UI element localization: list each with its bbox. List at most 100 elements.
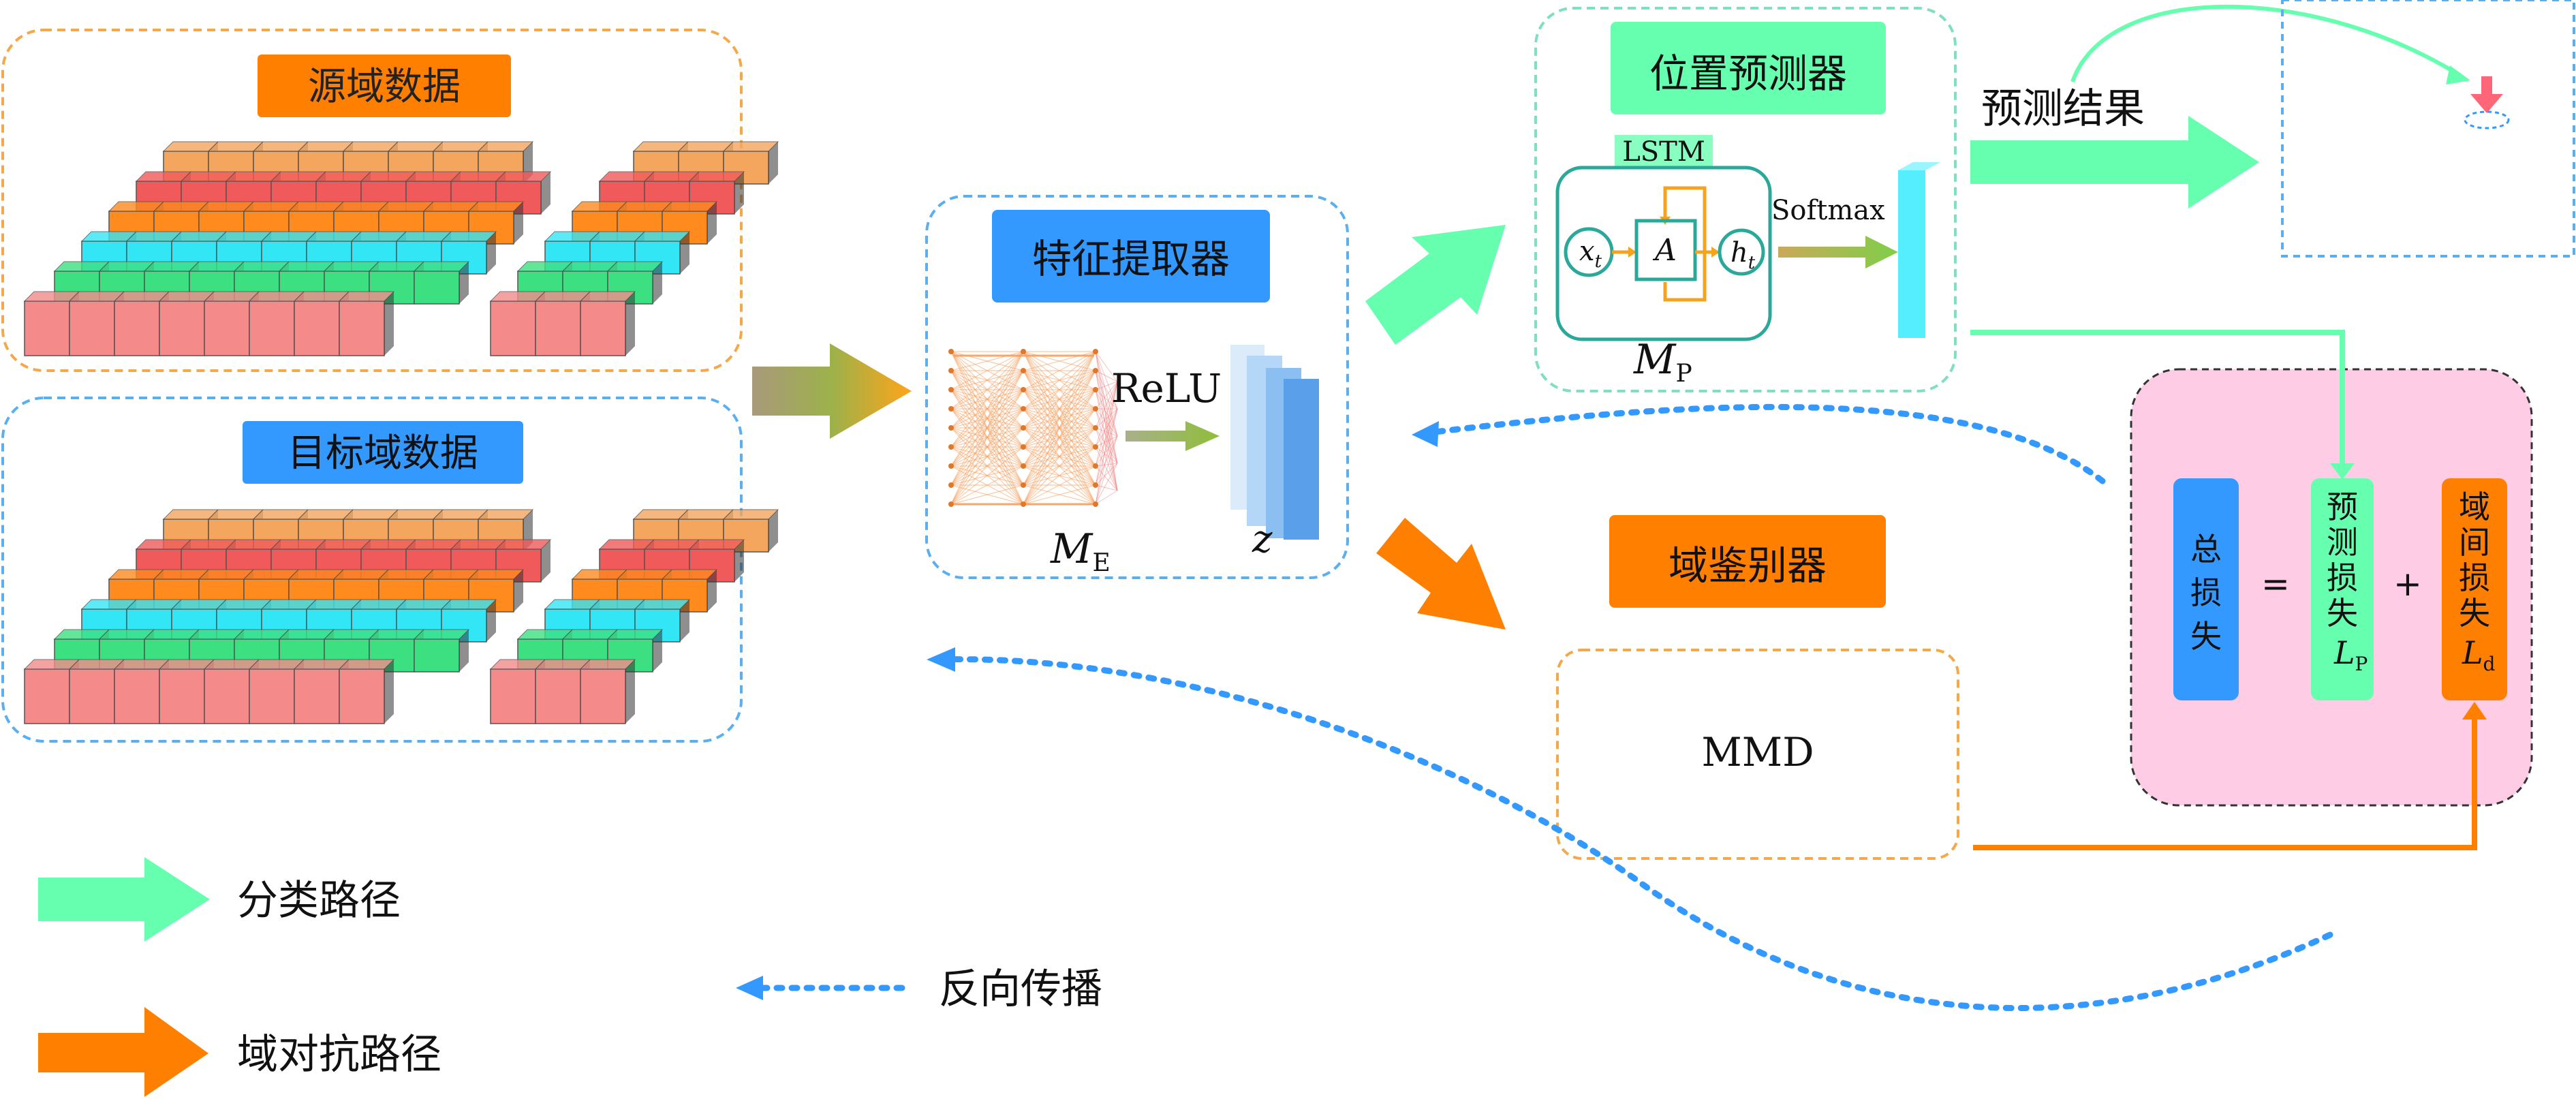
data-block-top — [606, 261, 664, 272]
data-block-top — [338, 291, 395, 302]
nn-edge — [1095, 408, 1118, 467]
nn-edge — [1023, 351, 1096, 390]
data-block-top — [495, 171, 552, 182]
nn-edge — [1095, 408, 1118, 448]
data-block — [204, 300, 250, 356]
data-block — [249, 300, 295, 356]
domain-loss-box — [2442, 478, 2507, 700]
target-domain-title: 目标域数据 — [288, 431, 478, 476]
data-block-side — [769, 142, 778, 184]
arrow-to-predictor — [1365, 225, 1506, 345]
data-block-side — [680, 232, 689, 274]
data-block-side — [707, 202, 717, 244]
legend-classification-label: 分类路径 — [237, 877, 401, 925]
data-block-top — [722, 141, 779, 152]
lstm-recurrence-loop — [1663, 186, 1707, 302]
input-arrow — [752, 343, 912, 439]
softmax-output-bar — [1898, 170, 1925, 338]
nn-edge — [1023, 370, 1096, 505]
data-block — [580, 300, 626, 356]
position-predictor-title-box — [1611, 22, 1886, 114]
data-block-side — [625, 292, 635, 356]
backprop-curve-to-input — [937, 656, 2333, 1011]
nn-edge — [950, 351, 1024, 448]
nn-edge — [1095, 408, 1118, 505]
connector-to-prediction-loss — [1970, 330, 2345, 465]
data-block-top — [338, 659, 395, 670]
nn-node — [1093, 425, 1098, 431]
nn-node — [1021, 482, 1026, 488]
lstm-cell-frame — [1555, 166, 1772, 341]
feature-extractor-panel: 特征提取器 ReLU ME z — [925, 195, 1349, 579]
data-block — [535, 300, 581, 356]
prediction-curve — [2070, 4, 2461, 82]
nn-node — [948, 463, 954, 469]
equals-sign: = — [2261, 564, 2290, 604]
data-block-side — [653, 262, 662, 304]
target-domain-title-box — [243, 421, 523, 484]
lstm-cell-a — [1634, 219, 1697, 281]
prediction-loss-symbol: LP — [2333, 634, 2368, 675]
legend-backprop-label: 反向传播 — [939, 965, 1102, 1013]
nn-edge — [1023, 351, 1096, 409]
nn-node — [1021, 349, 1026, 354]
data-block-top — [661, 569, 718, 580]
relu-arrow — [1126, 421, 1220, 451]
data-block-top — [688, 539, 745, 550]
location-map-area — [2281, 0, 2575, 258]
data-block-side — [486, 600, 496, 642]
nn-edge — [1023, 408, 1096, 505]
nn-edge — [950, 351, 1024, 505]
data-block-side — [459, 630, 469, 672]
nn-node — [1021, 406, 1026, 412]
data-block-top — [579, 291, 636, 302]
nn-edge — [1095, 389, 1118, 437]
nn-edge — [1023, 465, 1096, 505]
legend-adversarial-arrow — [38, 1007, 208, 1097]
data-block-top — [477, 141, 534, 152]
data-block — [204, 668, 250, 724]
total-loss-label: 总损失 — [2190, 531, 2222, 655]
nn-node — [1021, 425, 1026, 431]
lstm-output-label: ht — [1731, 237, 1756, 273]
data-block — [294, 668, 340, 724]
data-block-side — [459, 262, 469, 304]
data-block-top — [722, 509, 779, 520]
nn-edge — [1023, 351, 1096, 429]
nn-edge — [1095, 381, 1118, 505]
source-domain-title-box — [258, 55, 511, 117]
nn-node — [1093, 501, 1098, 507]
nn-edge — [950, 351, 1024, 467]
data-block-top — [440, 599, 497, 610]
data-block — [24, 300, 70, 356]
lstm-label: LSTM — [1622, 136, 1705, 168]
nn-edge — [1023, 389, 1096, 505]
prediction-loss-box — [2311, 478, 2374, 700]
nn-edge — [1023, 427, 1096, 505]
nn-edge — [950, 389, 1024, 505]
total-loss-box — [2173, 478, 2239, 700]
data-block-top — [495, 539, 552, 550]
nn-edge — [1095, 463, 1118, 486]
data-block — [339, 300, 385, 356]
nn-node — [948, 444, 954, 450]
nn-node — [948, 425, 954, 431]
nn-edge — [1023, 351, 1096, 448]
nn-edge — [950, 351, 1024, 486]
data-block-top — [467, 569, 525, 580]
nn-edge — [950, 427, 1024, 505]
nn-edge — [1095, 351, 1118, 382]
domain-loss-symbol: Ld — [2462, 634, 2496, 675]
softmax-label: Softmax — [1771, 195, 1885, 226]
data-block — [69, 300, 115, 356]
data-block-side — [680, 600, 689, 642]
nn-edge — [1095, 435, 1118, 505]
domain-discriminator-title-box — [1609, 515, 1886, 608]
legend-classification-arrow — [38, 857, 210, 942]
prediction-loss-label: 预测损失 — [2327, 489, 2358, 632]
nn-edge — [1095, 484, 1118, 491]
data-block-side — [707, 570, 717, 612]
data-block-side — [541, 172, 550, 214]
